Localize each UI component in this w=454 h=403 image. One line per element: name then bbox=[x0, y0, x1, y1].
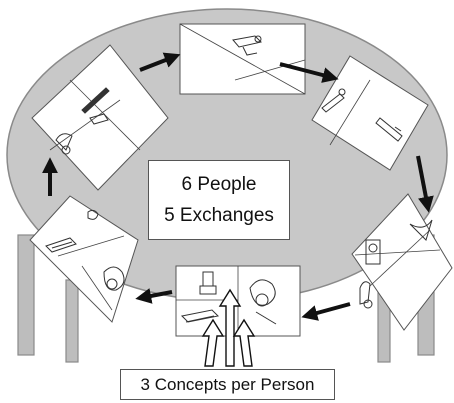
arrow-top-to-topright bbox=[279, 62, 339, 83]
table-leg-left bbox=[17, 234, 35, 356]
concept-arrows bbox=[201, 288, 256, 367]
card-right bbox=[351, 193, 453, 331]
stapler-icon bbox=[180, 271, 277, 325]
drill-icon bbox=[232, 35, 262, 56]
people-count-label: 6 People bbox=[181, 174, 257, 195]
card-left bbox=[29, 195, 139, 323]
gramophone-icon bbox=[359, 219, 433, 309]
sander-icon bbox=[45, 209, 125, 291]
caption-label: 3 Concepts per Person bbox=[140, 374, 315, 394]
exchange-arrows bbox=[42, 52, 434, 321]
concept-arrow-middle bbox=[218, 288, 242, 367]
arrow-topright-to-right bbox=[416, 155, 434, 213]
summary-box: 6 People 5 Exchanges bbox=[148, 160, 290, 240]
card-upper-left bbox=[31, 44, 169, 191]
card-bottom-center bbox=[175, 265, 301, 337]
tool-pair-icon bbox=[321, 88, 403, 142]
exchanges-count-label: 5 Exchanges bbox=[164, 205, 274, 226]
concept-arrow-left bbox=[201, 318, 225, 367]
screwdriver-icon bbox=[55, 87, 110, 155]
table-leg-back-left bbox=[65, 279, 79, 363]
arrow-upperleft-to-top bbox=[139, 52, 181, 72]
card-top-right bbox=[311, 55, 429, 171]
concept-arrow-right bbox=[232, 318, 256, 367]
arrow-right-to-bottom bbox=[301, 302, 351, 321]
caption-box: 3 Concepts per Person bbox=[120, 369, 335, 400]
card-top bbox=[179, 23, 306, 95]
arrow-bottom-to-left bbox=[135, 288, 173, 304]
